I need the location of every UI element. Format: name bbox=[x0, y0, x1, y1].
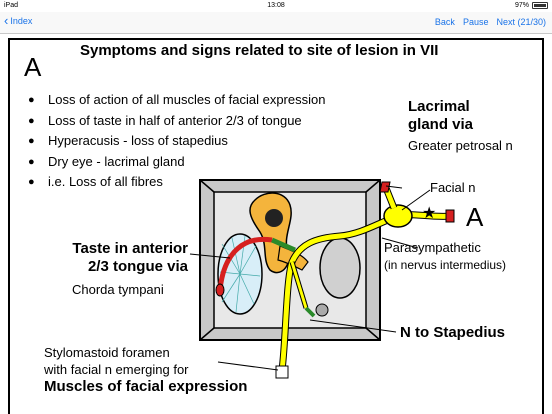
device-name: iPad bbox=[4, 2, 19, 9]
slide-letter: A bbox=[24, 52, 42, 82]
navigation-bar: ‹ Index Back Pause Next (21/30) bbox=[0, 12, 552, 34]
n-to-stapedius-label: N to Stapedius bbox=[400, 324, 506, 341]
lesion-star-icon: ★ bbox=[422, 205, 436, 222]
inner-ear bbox=[319, 237, 361, 299]
index-button[interactable]: ‹ Index bbox=[4, 13, 33, 28]
facial-nerve-diagram: ★ bbox=[189, 179, 455, 379]
lacrimal-label: Lacrimal gland via bbox=[408, 98, 473, 134]
chorda-tympani-label: Chorda tympani bbox=[72, 282, 164, 297]
battery-indicator: 97% bbox=[515, 2, 548, 9]
lacrimal-label-line2: gland via bbox=[408, 116, 474, 133]
index-label: Index bbox=[10, 16, 33, 26]
status-bar: iPad 13:08 97% bbox=[0, 0, 552, 12]
clock: 13:08 bbox=[267, 2, 285, 9]
symptom-list: Loss of action of all muscles of facial … bbox=[28, 90, 325, 193]
pause-button[interactable]: Pause bbox=[462, 17, 489, 27]
back-button[interactable]: Back bbox=[434, 17, 455, 27]
slide-title: Symptoms and signs related to site of le… bbox=[80, 42, 439, 59]
slide-content: ★ Symptoms and signs related to site of … bbox=[8, 38, 544, 414]
battery-icon bbox=[532, 2, 548, 9]
lesion-site-letter: A bbox=[466, 202, 484, 232]
nervus-intermedius-label: (in nervus intermedius) bbox=[384, 258, 507, 272]
chevron-left-icon: ‹ bbox=[4, 13, 9, 28]
taste-label: Taste in anterior 2/3 tongue via bbox=[48, 240, 188, 276]
list-item: i.e. Loss of all fibres bbox=[28, 172, 325, 193]
stylomastoid-line1: Stylomastoid foramen bbox=[44, 345, 170, 360]
parasympathetic-label: Parasympathetic bbox=[384, 240, 481, 255]
list-item: Loss of taste in half of anterior 2/3 of… bbox=[28, 111, 325, 132]
taste-label-line2: 2/3 tongue via bbox=[87, 258, 188, 275]
stylomastoid-line3: Muscles of facial expression bbox=[44, 378, 248, 395]
facial-nerve-label: Facial n bbox=[430, 180, 476, 195]
geniculate-ganglion bbox=[383, 204, 413, 228]
stylomastoid-line2: with facial n emerging for bbox=[44, 362, 189, 377]
chorda-tympani-nerve bbox=[217, 236, 273, 291]
list-item: Dry eye - lacrimal gland bbox=[28, 152, 325, 173]
slide-controls: Back Pause Next (21/30) bbox=[435, 17, 546, 27]
list-item: Loss of action of all muscles of facial … bbox=[28, 90, 325, 111]
lacrimal-label-line1: Lacrimal bbox=[408, 98, 470, 115]
greater-petrosal-label: Greater petrosal n bbox=[408, 138, 513, 153]
stylomastoid-label: Stylomastoid foramen with facial n emerg… bbox=[44, 344, 247, 395]
taste-label-line1: Taste in anterior bbox=[72, 240, 188, 257]
list-item: Hyperacusis - loss of stapedius bbox=[28, 131, 325, 152]
next-button[interactable]: Next (21/30) bbox=[496, 17, 546, 27]
battery-percent: 97% bbox=[514, 2, 529, 9]
